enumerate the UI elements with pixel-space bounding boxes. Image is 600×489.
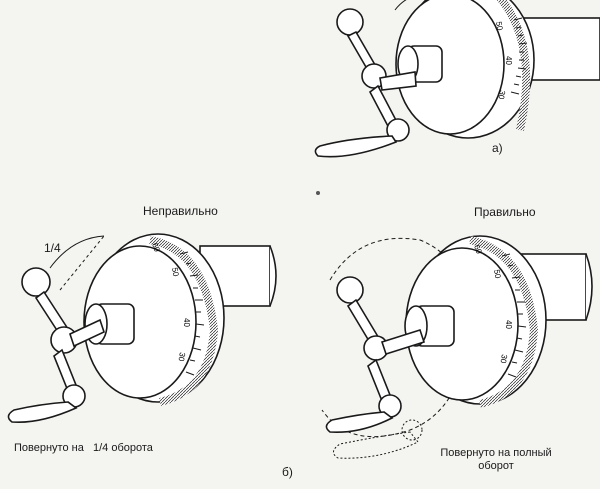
caption-full-turn: Повернуто на полный оборот: [440, 447, 552, 472]
dial-number-top-2: 30: [496, 90, 507, 101]
dial-number-top-1: 40: [504, 56, 513, 65]
dial-number-right-2: 40: [504, 320, 513, 329]
dial-scale-top: [510, 17, 528, 95]
caption-quarter-turn: Повернуто на 1/4 оборота: [14, 442, 153, 454]
dial-number-top-0: 50: [494, 21, 505, 32]
dial-number-right-1: 50: [492, 269, 503, 280]
dial-number-left-3: 30: [176, 352, 187, 363]
dial-number-left-1: 50: [170, 267, 181, 278]
figure-b-label: б): [282, 465, 293, 479]
quarter-turn-label: 1/4: [44, 241, 61, 255]
figure-a-label: а): [492, 141, 503, 155]
dial-number-right-0: 60: [472, 244, 484, 256]
ink-speck: [316, 191, 320, 195]
dial-scale-left: [179, 251, 205, 376]
correct-heading: Правильно: [474, 205, 536, 219]
dial-assembly-left: [7, 233, 277, 424]
dial-number-left-2: 40: [182, 318, 191, 327]
wrong-heading: Неправильно: [143, 204, 218, 218]
dial-assembly-top: [314, 0, 600, 158]
dial-scale-right: [501, 253, 527, 378]
dial-number-right-3: 30: [498, 354, 509, 365]
dial-number-left-0: 60: [150, 242, 162, 254]
dial-assembly-right: [321, 235, 593, 459]
